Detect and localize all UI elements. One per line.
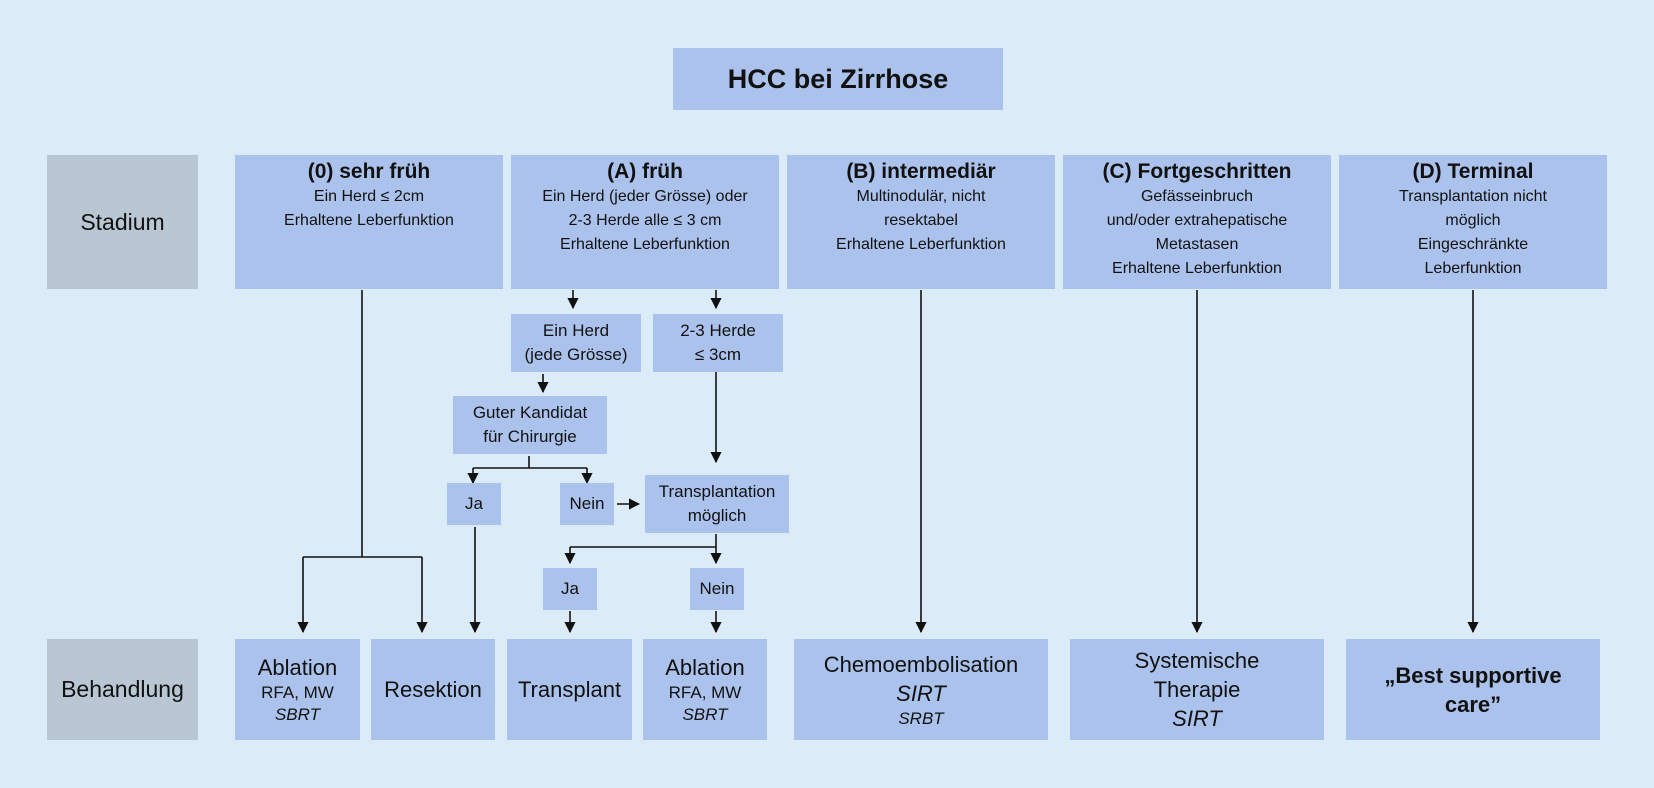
stage-box-b: (B) intermediär Multinodulär, nicht rese… (787, 155, 1055, 289)
treatment-ablation-a: Ablation RFA, MW SBRT (643, 639, 767, 740)
stage-box-d: (D) Terminal Transplantation nicht mögli… (1339, 155, 1607, 289)
stage-box-c: (C) Fortgeschritten Gefässeinbruch und/o… (1063, 155, 1331, 289)
treatment-methods: RFA, MW (261, 683, 334, 702)
stage-description: Ein Herd ≤ 2cm Erhaltene Leberfunktion (284, 188, 454, 229)
decision-yes-surgery: Ja (447, 483, 501, 525)
row-label-treatment: Behandlung (47, 639, 198, 740)
decision-no-surgery: Nein (560, 483, 614, 525)
treatment-title: Ablation (257, 655, 338, 680)
treatment-chemoembolisation: Chemoembolisation SIRT SRBT (794, 639, 1048, 740)
treatment-best-supportive-care: „Best supportive care” (1346, 639, 1600, 740)
stage-box-a: (A) früh Ein Herd (jeder Grösse) oder 2-… (511, 155, 779, 289)
treatment-title: „Best supportive care” (1384, 662, 1562, 717)
decision-yes-transplant: Ja (543, 568, 597, 610)
decision-transplant-possible: Transplantation möglich (645, 475, 789, 533)
treatment-ablation-early: Ablation RFA, MW SBRT (235, 639, 360, 740)
treatment-sirt: SIRT (1172, 706, 1222, 731)
treatment-systemic-therapy: Systemische Therapie SIRT (1070, 639, 1324, 740)
treatment-sirt: SIRT (896, 680, 946, 706)
stage-description: Gefässeinbruch und/oder extrahepatische … (1106, 188, 1288, 277)
treatment-sbrt: SBRT (682, 705, 728, 724)
treatment-srbt: SRBT (898, 708, 944, 728)
diagram-title: HCC bei Zirrhose (673, 48, 1003, 110)
stage-description: Multinodulär, nicht resektabel Erhaltene… (836, 188, 1006, 253)
treatment-title: Resektion (384, 677, 482, 702)
stage-title: (0) sehr früh (307, 160, 431, 183)
stage-title: (C) Fortgeschritten (1102, 160, 1292, 183)
treatment-title: Chemoembolisation (823, 651, 1019, 677)
treatment-title: Systemische Therapie (1134, 648, 1260, 702)
decision-two-three-lesions: 2-3 Herde ≤ 3cm (653, 314, 783, 372)
stage-box-0: (0) sehr früh Ein Herd ≤ 2cm Erhaltene L… (235, 155, 503, 289)
decision-surgery-candidate: Guter Kandidat für Chirurgie (453, 396, 607, 454)
treatment-methods: RFA, MW (668, 683, 742, 702)
treatment-transplant: Transplant (507, 639, 632, 740)
decision-one-lesion: Ein Herd (jede Grösse) (511, 314, 641, 372)
decision-no-transplant: Nein (690, 568, 744, 610)
stage-description: Transplantation nicht möglich Eingeschrä… (1399, 188, 1547, 277)
treatment-title: Transplant (517, 677, 622, 702)
treatment-resection: Resektion (371, 639, 495, 740)
stage-title: (B) intermediär (846, 160, 996, 183)
treatment-sbrt: SBRT (274, 705, 321, 724)
stage-title: (A) früh (607, 160, 683, 183)
treatment-title: Ablation (665, 655, 745, 680)
row-label-stage: Stadium (47, 155, 198, 289)
stage-description: Ein Herd (jeder Grösse) oder 2-3 Herde a… (542, 188, 748, 253)
stage-title: (D) Terminal (1412, 160, 1534, 183)
